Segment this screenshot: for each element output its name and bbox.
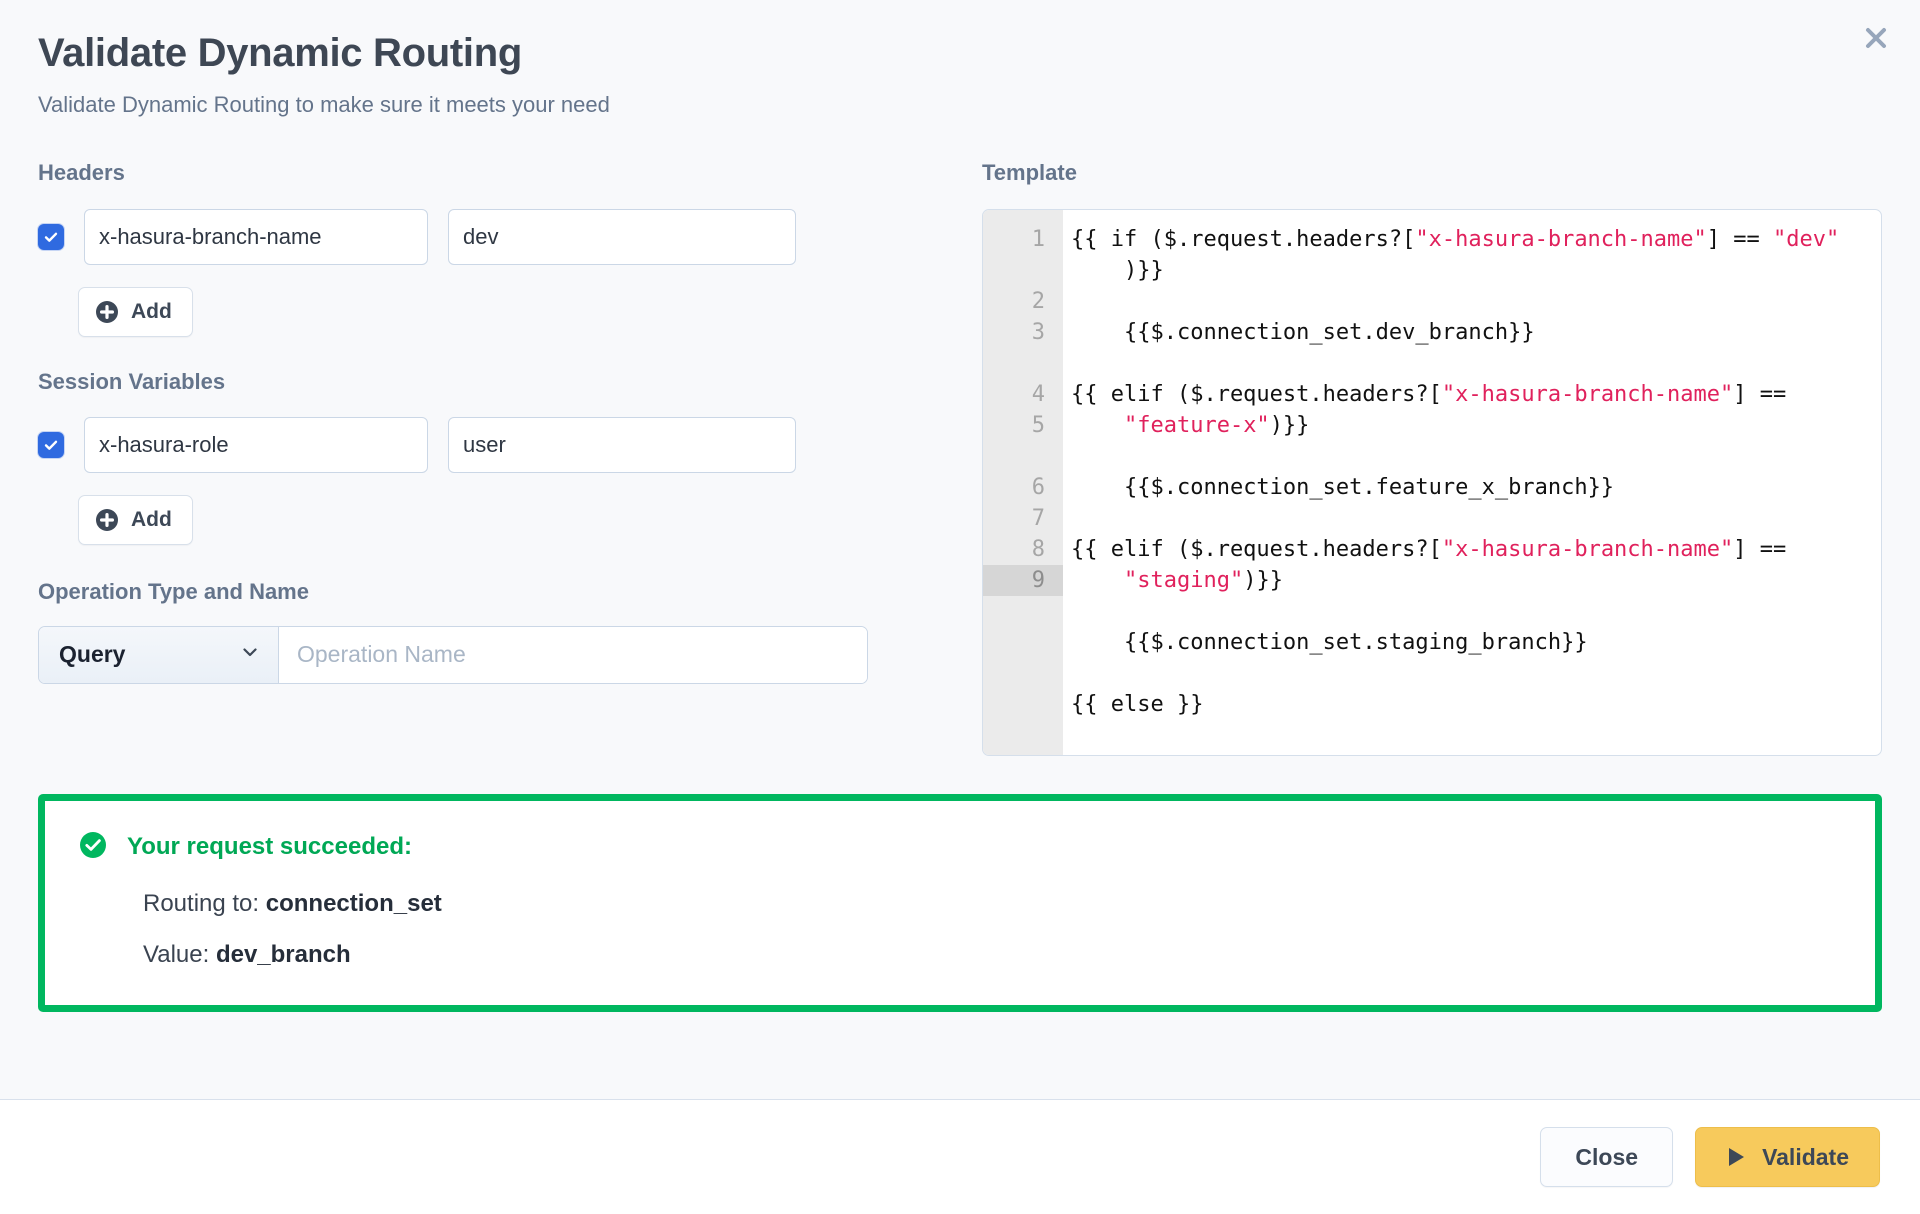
page-subtitle: Validate Dynamic Routing to make sure it… (38, 92, 610, 117)
result-routing-row: Routing to: connection_set (143, 890, 1841, 919)
dialog-footer: Close Validate (0, 1099, 1920, 1214)
result-value-value: dev_branch (215, 940, 351, 968)
result-routing-value: connection_set (265, 889, 442, 917)
dialog-body: Validate Dynamic Routing Validate Dynami… (38, 31, 1882, 1013)
headers-row-checkbox[interactable] (38, 223, 64, 250)
header-value-input[interactable] (448, 208, 796, 265)
line-number: 1 (1031, 226, 1045, 252)
result-value-row: Value: dev_branch (143, 941, 1841, 970)
code-line: {{ else }} (1071, 691, 1204, 717)
add-header-button[interactable]: Add (78, 286, 193, 337)
session-variables-section-label: Session Variables (38, 368, 226, 394)
result-routing-label: Routing to: (143, 889, 266, 917)
result-title: Your request succeeded: (127, 833, 412, 861)
play-icon (1726, 1146, 1746, 1168)
operation-type-select[interactable]: Query (39, 626, 279, 683)
line-number: 5 (1031, 412, 1045, 438)
form-column: Headers (38, 160, 890, 684)
operation-name-input[interactable] (279, 626, 867, 683)
add-session-variable-label: Add (131, 508, 172, 532)
page-title: Validate Dynamic Routing (38, 31, 523, 75)
close-icon (1862, 24, 1890, 52)
code-line: {{$.connection_set.dev_branch}} (1071, 319, 1535, 345)
validate-button-label: Validate (1762, 1143, 1849, 1170)
code-line: {{ if ($.request.headers?["x-hasura-bran… (1071, 226, 1840, 283)
validate-button[interactable]: Validate (1695, 1127, 1880, 1187)
add-header-label: Add (131, 299, 172, 323)
template-section-label: Template (982, 160, 1077, 186)
header-key-input[interactable] (84, 208, 428, 265)
plus-circle-icon (95, 508, 119, 532)
line-number: 9 (983, 564, 1063, 596)
close-button[interactable]: Close (1540, 1127, 1674, 1187)
code-line: {{$.default}} (1071, 751, 1865, 755)
line-number: 4 (1031, 381, 1045, 407)
line-number: 2 (1031, 288, 1045, 314)
close-icon-button[interactable] (1854, 16, 1898, 60)
add-session-variable-button[interactable]: Add (78, 495, 193, 546)
session-variable-row (38, 417, 890, 474)
code-line: {{ elif ($.request.headers?["x-hasura-br… (1071, 536, 1787, 593)
line-number: 6 (1031, 474, 1045, 500)
content-columns: Headers (38, 160, 1882, 756)
headers-row (38, 208, 890, 265)
code-line: {{$.connection_set.feature_x_branch}} (1071, 474, 1615, 500)
session-variable-value-input[interactable] (448, 417, 796, 474)
session-variable-key-input[interactable] (84, 417, 428, 474)
editor-code-area[interactable]: {{ if ($.request.headers?["x-hasura-bran… (1063, 210, 1881, 755)
code-line: {{ elif ($.request.headers?["x-hasura-br… (1071, 381, 1787, 438)
line-number: 8 (1031, 536, 1045, 562)
operation-row: Query (38, 625, 868, 684)
result-header: Your request succeeded: (79, 831, 1841, 864)
operation-type-value: Query (59, 641, 126, 668)
operation-section-label: Operation Type and Name (38, 579, 309, 605)
line-number: 3 (1031, 319, 1045, 345)
line-number: 7 (1031, 505, 1045, 531)
code-line: {{$.connection_set.staging_branch}} (1071, 629, 1588, 655)
result-value-label: Value: (143, 940, 216, 968)
check-circle-icon (79, 831, 107, 864)
headers-section-label: Headers (38, 160, 125, 186)
chevron-down-icon (240, 642, 260, 667)
plus-circle-icon (95, 300, 119, 324)
session-variable-row-checkbox[interactable] (38, 432, 64, 459)
validation-result-banner: Your request succeeded: Routing to: conn… (38, 793, 1882, 1013)
